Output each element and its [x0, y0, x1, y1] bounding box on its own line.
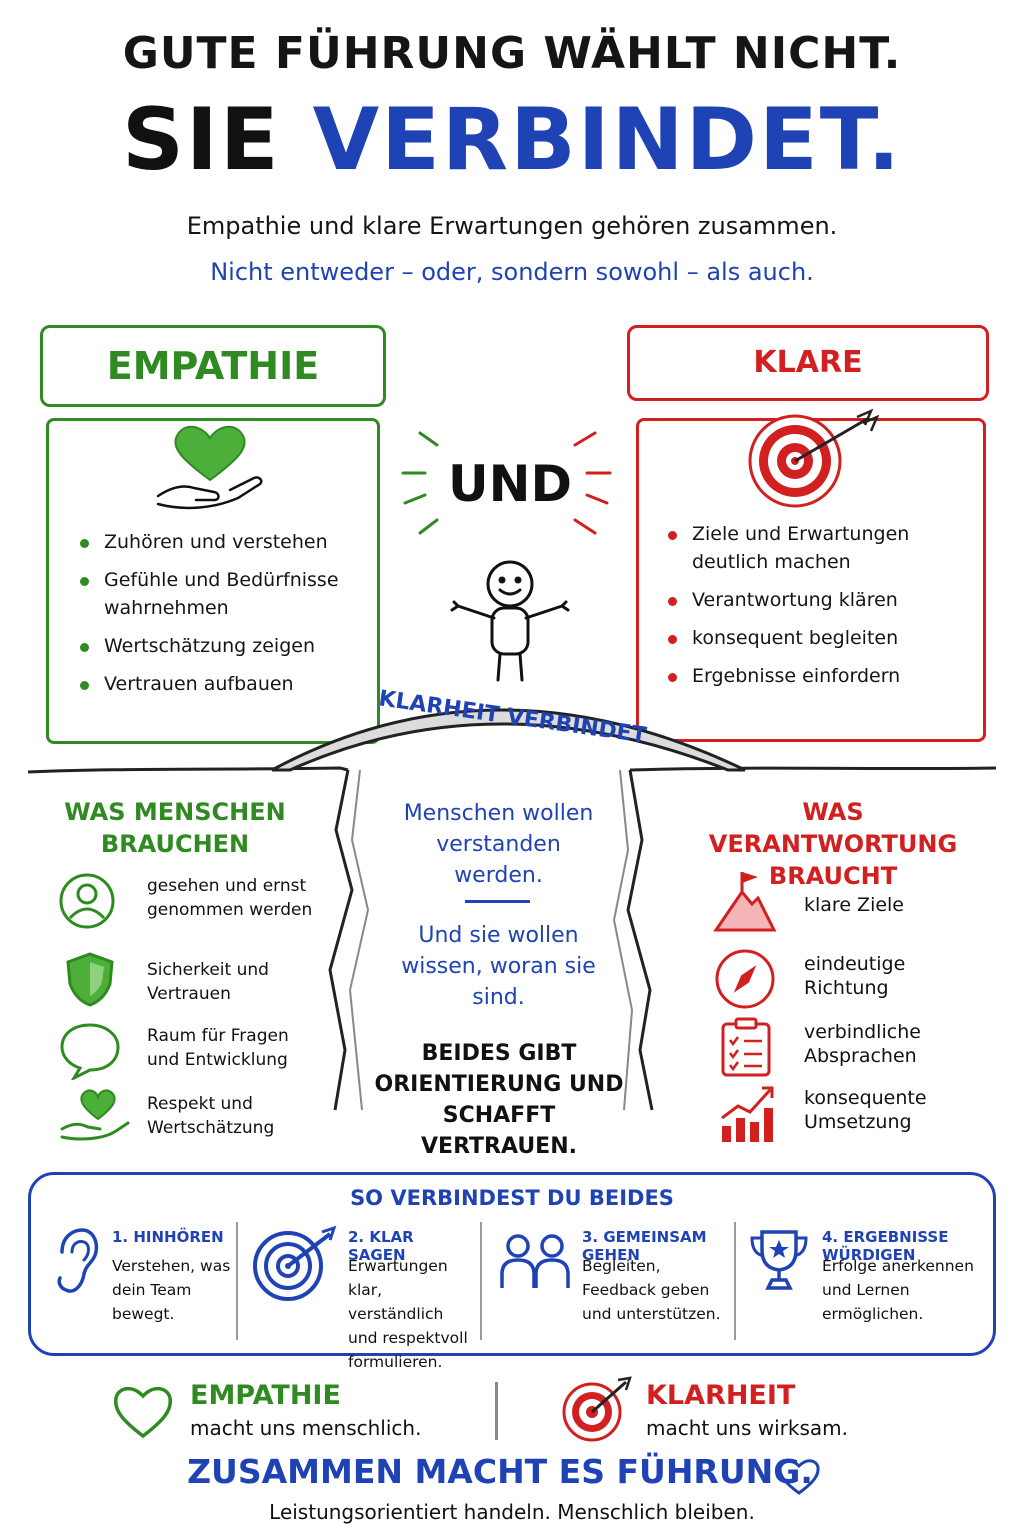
- final-subline: Leistungsorientiert handeln. Menschlich …: [269, 1500, 755, 1524]
- bridge-illustration: [27, 708, 997, 1111]
- final-statement: ZUSAMMEN MACHT ES FÜHRUNG.: [187, 1452, 813, 1491]
- step-3-heading: 3. GEMEINSAM GEHEN: [582, 1228, 707, 1264]
- needs-item-3: Raum für Fragen und Entwicklung: [147, 1026, 289, 1070]
- expectations-card-title: KLARE ERWARTUNGEN: [627, 325, 989, 450]
- target-arrow-icon: [562, 1376, 632, 1442]
- clipboard-icon: [721, 1017, 771, 1077]
- heart-outline-icon: [778, 1459, 820, 1495]
- list-item: Wertschätzung zeigen: [80, 632, 370, 660]
- step-4-text: Erfolge anerkennen und Lernen ermögliche…: [822, 1257, 974, 1323]
- step-2-text: Erwartungen klar, verständlich und respe…: [348, 1257, 468, 1371]
- footer-clarity-title: KLARHEIT: [646, 1380, 796, 1411]
- center-text-3: BEIDES GIBT ORIENTIERUNG UND SCHAFFT VER…: [374, 1041, 624, 1159]
- title-word-sie: SIE: [121, 90, 281, 190]
- step-3-text: Begleiten, Feedback geben und unterstütz…: [582, 1257, 721, 1323]
- list-item: Vertrauen aufbauen: [80, 670, 370, 698]
- shield-icon: [66, 952, 114, 1007]
- footer-divider: [495, 1382, 498, 1440]
- heart-hand-icon: [60, 1089, 130, 1141]
- trophy-icon: [750, 1230, 808, 1290]
- footer-empathy-title: EMPATHIE: [190, 1380, 341, 1411]
- step-2-heading: 2. KLAR SAGEN: [348, 1228, 414, 1264]
- title-line-2: SIE VERBINDET.: [0, 90, 1024, 190]
- heart-outline-icon: [113, 1386, 173, 1439]
- responsibility-item-3: verbindliche Absprachen: [804, 1021, 921, 1067]
- step-divider: [480, 1222, 482, 1340]
- compass-icon: [715, 949, 775, 1009]
- list-item: Ziele und Erwartungen deutlich machen: [668, 520, 968, 576]
- list-item: Verantwortung klären: [668, 586, 968, 614]
- stick-figure-icon: [450, 560, 570, 682]
- needs-item-1: gesehen und ernst genommen werden: [147, 876, 313, 920]
- list-item: Gefühle und Bedürfnisse wahrnehmen: [80, 566, 370, 622]
- growth-chart-icon: [721, 1086, 774, 1142]
- needs-item-4: Respekt und Wertschätzung: [147, 1094, 275, 1138]
- responsibility-item-1: klare Ziele: [804, 894, 905, 916]
- center-text-1: Menschen wollen verstanden werden.: [403, 801, 594, 888]
- responsibility-title: WAS VERANTWORTUNG BRAUCHT: [708, 798, 958, 890]
- subtitle: Empathie und klare Erwartungen gehören z…: [186, 212, 838, 240]
- list-item: Zuhören und verstehen: [80, 528, 370, 556]
- needs-title: WAS MENSCHEN BRAUCHEN: [64, 798, 286, 858]
- speech-bubble-icon: [60, 1023, 120, 1080]
- empathy-list: Zuhören und verstehen Gefühle und Bedürf…: [80, 528, 370, 698]
- heart-hand-icon: [156, 425, 263, 510]
- expectations-list: Ziele und Erwartungen deutlich machen Ve…: [668, 520, 968, 690]
- step-1-heading: 1. HINHÖREN: [112, 1228, 224, 1246]
- center-text-2: Und sie wollen wissen, woran sie sind.: [401, 923, 596, 1010]
- people-icon: [500, 1234, 570, 1288]
- step-divider: [236, 1222, 238, 1340]
- target-arrow-icon: [748, 408, 880, 508]
- list-item: Ergebnisse einfordern: [668, 662, 968, 690]
- person-icon: [59, 873, 115, 929]
- footer-empathy-text: macht uns menschlich.: [190, 1416, 422, 1440]
- empathy-card-title: EMPATHIE: [40, 325, 386, 407]
- mountain-flag-icon: [713, 872, 777, 932]
- und-label: UND: [448, 455, 572, 513]
- center-divider: [465, 900, 530, 903]
- step-divider: [734, 1222, 736, 1340]
- ear-icon: [57, 1228, 99, 1293]
- footer-clarity-text: macht uns wirksam.: [646, 1416, 848, 1440]
- steps-title: SO VERBINDEST DU BEIDES: [350, 1186, 674, 1210]
- title-word-verbindet: VERBINDET.: [312, 90, 903, 190]
- step-4-heading: 4. ERGEBNISSE WÜRDIGEN: [822, 1228, 949, 1264]
- step-1-text: Verstehen, was dein Team bewegt.: [112, 1257, 231, 1323]
- subtitle-blue: Nicht entweder – oder, sondern sowohl – …: [210, 258, 814, 286]
- needs-item-2: Sicherkeit und Vertrauen: [147, 960, 269, 1004]
- steps-panel: [28, 1172, 996, 1356]
- list-item: konsequent begleiten: [668, 624, 968, 652]
- title-line-1: GUTE FÜHRUNG WÄHLT NICHT.: [122, 28, 902, 79]
- responsibility-item-2: eindeutige Richtung: [804, 953, 906, 999]
- und-burst-lines: [401, 431, 612, 535]
- target-icon: [253, 1225, 337, 1301]
- responsibility-item-4: konsequente Umsetzung: [804, 1087, 927, 1133]
